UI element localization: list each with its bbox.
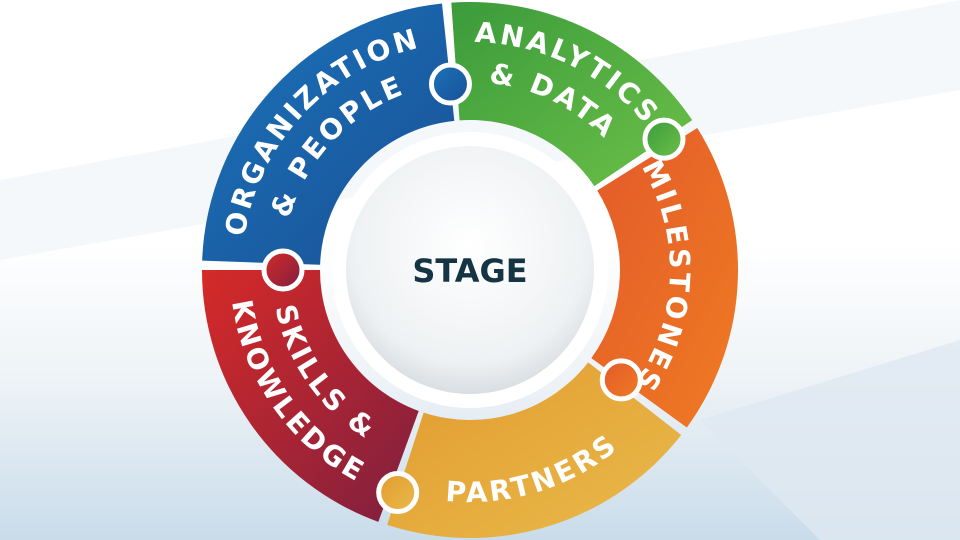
puzzle-tab xyxy=(642,117,686,161)
center-circle xyxy=(346,146,594,394)
background-band xyxy=(700,340,960,540)
segment-analytics xyxy=(451,2,693,187)
segment-skills xyxy=(202,270,419,522)
puzzle-tab xyxy=(261,248,305,292)
segment-organization xyxy=(202,3,455,265)
puzzle-tab xyxy=(428,62,472,106)
puzzle-tab xyxy=(599,358,643,402)
segment-partners xyxy=(387,362,682,538)
center-label: STAGE xyxy=(412,252,527,290)
segment-milestones xyxy=(591,127,738,428)
puzzle-tab xyxy=(376,471,420,515)
